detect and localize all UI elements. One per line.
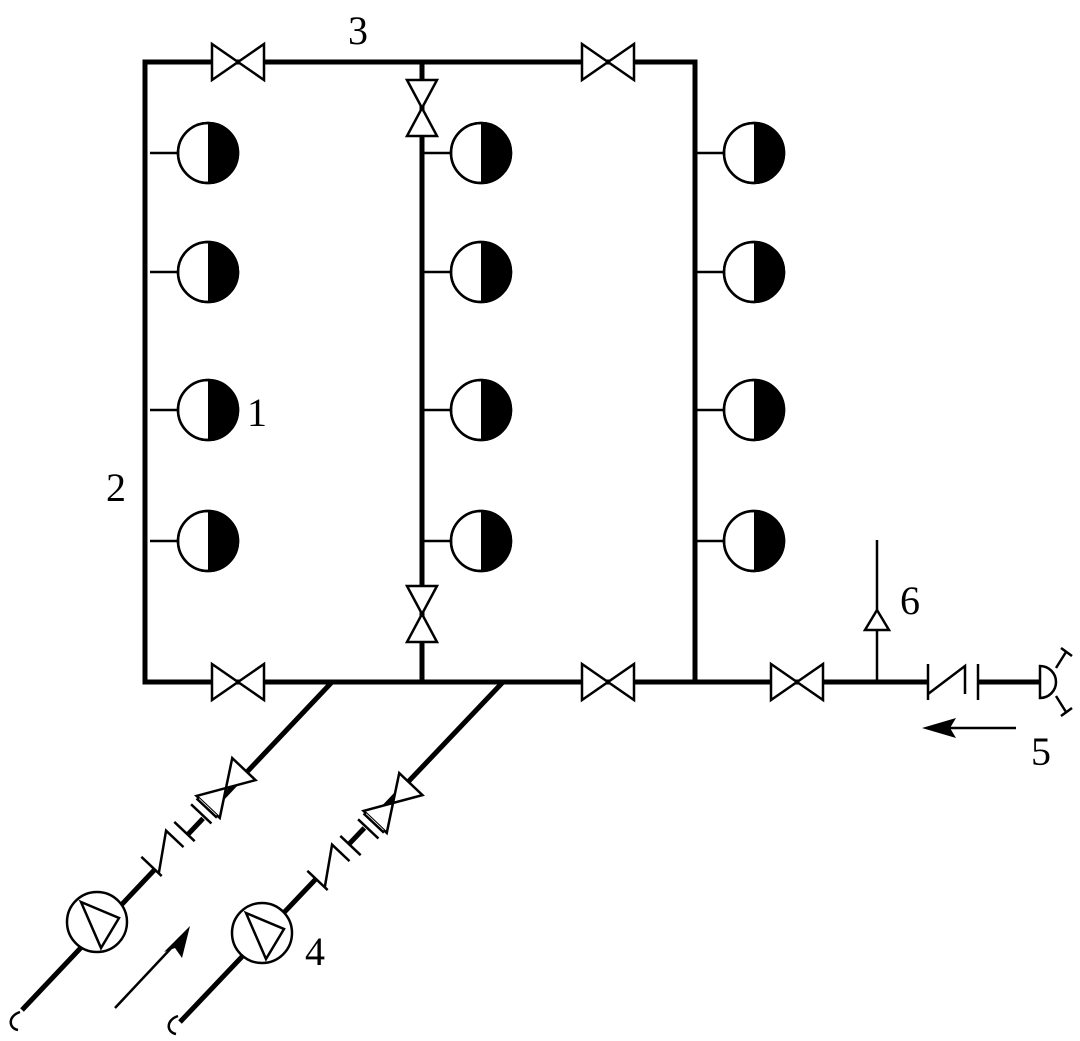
sprinkler-icon bbox=[421, 378, 513, 442]
label-5: 5 bbox=[1031, 729, 1051, 774]
suction-inlet-icon bbox=[9, 1010, 21, 1032]
pump-icon bbox=[65, 890, 129, 954]
label-1: 1 bbox=[247, 390, 267, 435]
gate-valve-icon bbox=[580, 42, 636, 82]
arrow-left-icon bbox=[922, 718, 956, 738]
sprinkler-icon bbox=[148, 240, 240, 304]
gate-valve-icon bbox=[405, 78, 439, 138]
pump-line-a bbox=[9, 755, 258, 1032]
check-valve-icon bbox=[927, 663, 967, 695]
suction-inlet-icon bbox=[167, 1014, 179, 1036]
sprinkler-icon bbox=[148, 509, 240, 573]
label-3: 3 bbox=[348, 8, 368, 53]
sprinkler-icon bbox=[694, 378, 786, 442]
sprinkler-icon bbox=[694, 509, 786, 573]
sprinkler-icon bbox=[694, 240, 786, 304]
inlet-check-valve bbox=[926, 663, 980, 700]
sprinkler-icon bbox=[694, 121, 786, 185]
vent-outlet bbox=[862, 540, 892, 682]
label-6: 6 bbox=[900, 578, 920, 623]
gate-valve-icon bbox=[210, 662, 266, 702]
pump-line-b bbox=[167, 770, 425, 1036]
pump-supply-pipes bbox=[20, 680, 505, 1024]
pump-icon bbox=[230, 901, 294, 965]
gate-valve-icon bbox=[769, 662, 825, 702]
label-4: 4 bbox=[305, 929, 325, 974]
label-2: 2 bbox=[106, 465, 126, 510]
connection-icon bbox=[1038, 664, 1058, 700]
sprinkler-icon bbox=[148, 378, 240, 442]
sprinkler-icon bbox=[421, 509, 513, 573]
sprinkler-icon bbox=[148, 121, 240, 185]
gate-valve-icon bbox=[580, 662, 636, 702]
sprinkler-icon bbox=[421, 240, 513, 304]
sprinkler-heads bbox=[148, 121, 786, 573]
vent-arrow-icon bbox=[862, 607, 892, 632]
gate-valve-icon bbox=[405, 584, 439, 644]
inlet-flow-arrow bbox=[922, 718, 1016, 738]
inlet-connection bbox=[1038, 646, 1073, 718]
supply-flow-arrow bbox=[114, 926, 190, 1009]
arrow-up-right-icon bbox=[164, 926, 190, 958]
labels: 1 2 3 4 5 6 bbox=[106, 8, 1051, 974]
gate-valve-icon bbox=[210, 42, 266, 82]
